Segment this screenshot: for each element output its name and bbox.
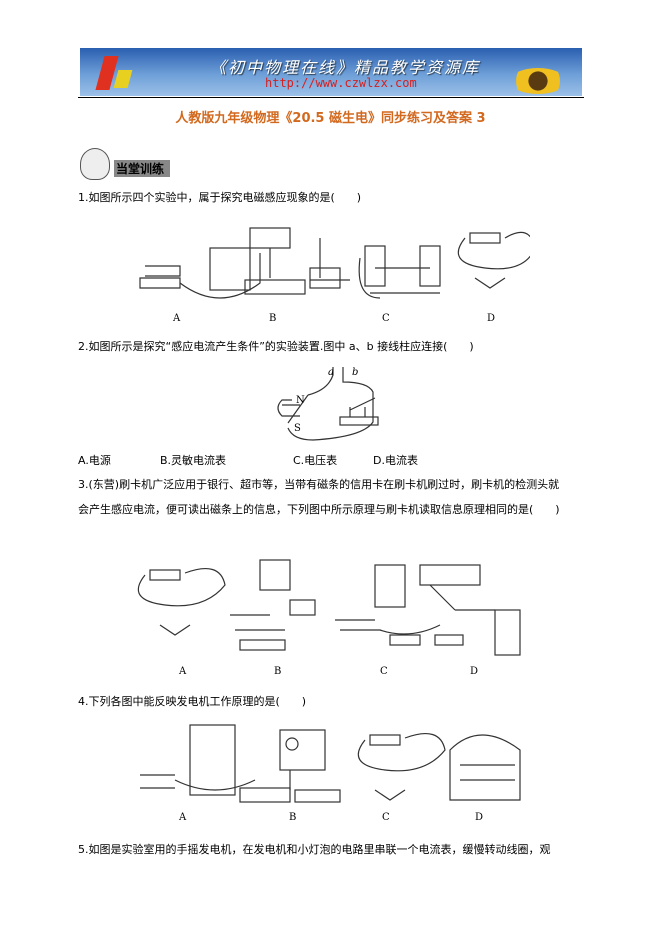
figure-label: C [382, 313, 390, 324]
magnet-s-label: S [294, 423, 301, 434]
figure-label: A [179, 812, 187, 823]
figure-label: D [470, 666, 479, 677]
question-2: 2.如图所示是探究“感应电流产生条件”的实验装置.图中 a、b 接线柱应连接( … [78, 340, 474, 353]
option-a[interactable]: A.电源 [78, 454, 111, 467]
question-1: 1.如图所示四个实验中，属于探究电磁感应现象的是( ) [78, 191, 362, 204]
sunflower-icon [510, 68, 566, 94]
question-2-figure [277, 367, 379, 441]
figure-label: B [274, 666, 282, 677]
mascot-icon [80, 148, 110, 180]
magnet-n-label: N [296, 395, 305, 406]
terminal-b-label: b [352, 367, 359, 378]
figure-label: D [475, 812, 484, 823]
figure-label: C [380, 666, 388, 677]
header-banner: 《初中物理在线》精品教学资源库 http://www.czwlzx.com [80, 48, 582, 96]
option-d[interactable]: D.电流表 [373, 454, 418, 467]
question-3-figure [137, 559, 521, 656]
section-label: 当堂训练 [114, 160, 171, 177]
logo-icon-yellow [113, 70, 133, 88]
divider [78, 97, 584, 98]
terminal-a-label: a [328, 367, 334, 378]
banner-title: 《初中物理在线》精品教学资源库 [210, 58, 481, 77]
figure-label: B [269, 313, 277, 324]
question-3-line-2: 会产生感应电流，便可读出磁条上的信息，下列图中所示原理与刷卡机读取信息原理相同的… [78, 503, 560, 516]
figure-label: B [289, 812, 297, 823]
question-4-figure [140, 724, 521, 803]
banner-url: http://www.czwlzx.com [265, 76, 417, 90]
option-b[interactable]: B.灵敏电流表 [160, 454, 227, 467]
figure-label: C [382, 812, 390, 823]
document-title: 人教版九年级物理《20.5 磁生电》同步练习及答案 3 [175, 111, 486, 126]
question-1-figure [139, 227, 530, 299]
option-c[interactable]: C.电压表 [293, 454, 338, 467]
figure-label: A [173, 313, 181, 324]
figure-label: D [487, 313, 496, 324]
figure-label: A [179, 666, 187, 677]
question-5: 5.如图是实验室用的手摇发电机，在发电机和小灯泡的电路里串联一个电流表，缓慢转动… [78, 843, 551, 856]
section-header: 当堂训练 [76, 148, 194, 180]
question-3-line-1: 3.(东营)刷卡机广泛应用于银行、超市等，当带有磁条的信用卡在刷卡机刷过时，刷卡… [78, 478, 560, 491]
question-4: 4.下列各图中能反映发电机工作原理的是( ) [78, 695, 307, 708]
